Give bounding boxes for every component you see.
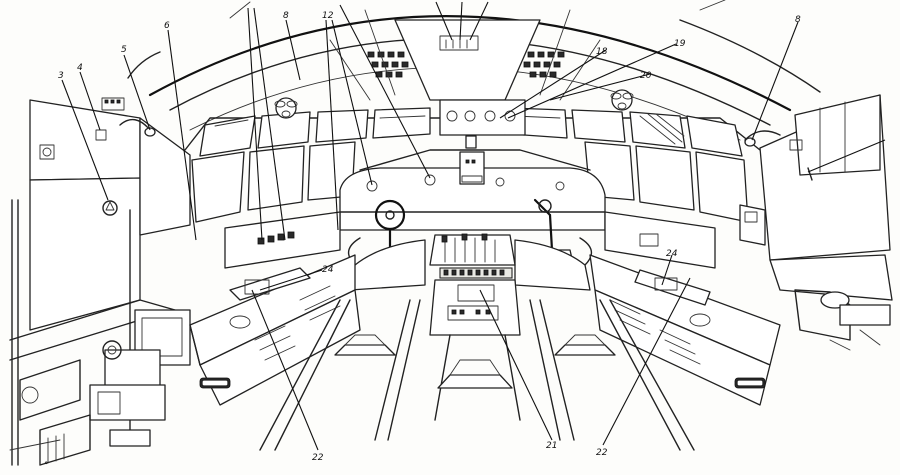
callout-label: 21: [546, 441, 557, 451]
overhead-switch-right: [523, 51, 565, 78]
rudder-pedal-right: [514, 239, 591, 291]
callout-label: 12: [322, 11, 334, 21]
right-side-wall: [739, 94, 893, 351]
overhead-switch-left: [367, 51, 409, 78]
callouts: 3 4 5 6 8 12 18 19 20 8 24 24 22 21 22: [58, 11, 801, 463]
rudder-pedal-left: [349, 239, 426, 291]
callout-label: 5: [121, 45, 127, 55]
callout-label: 4: [77, 63, 83, 73]
seat-base-center: [437, 374, 513, 389]
center-pedestal: [429, 233, 521, 336]
overhead-panel: [394, 19, 541, 101]
callout-label: 19: [674, 39, 686, 49]
cockpit-floor: [259, 299, 695, 451]
callout-label: 8: [283, 11, 289, 21]
callout-label: 22: [312, 453, 324, 463]
windshield: [184, 107, 761, 223]
ceiling-arch: [127, 0, 821, 141]
callout-label: 3: [58, 71, 64, 81]
callout-label: 24: [666, 249, 678, 259]
callout-label: 24: [322, 265, 334, 275]
seat-base-right: [554, 344, 616, 356]
fan-icon: [274, 97, 298, 119]
seat-base-left: [334, 344, 396, 356]
callout-label: 20: [640, 71, 652, 81]
callout-label: 8: [795, 15, 801, 25]
callout-label: 22: [596, 448, 608, 458]
corner-mark: °: [44, 461, 49, 471]
instrument-panel: [224, 99, 716, 269]
leader-lines: [61, 1, 886, 451]
fan-icon: [610, 89, 634, 111]
left-side-wall: [9, 97, 191, 466]
callout-label: 6: [164, 21, 170, 31]
left-console: [189, 254, 361, 406]
callout-label: 18: [596, 47, 608, 57]
right-console: [589, 254, 781, 406]
